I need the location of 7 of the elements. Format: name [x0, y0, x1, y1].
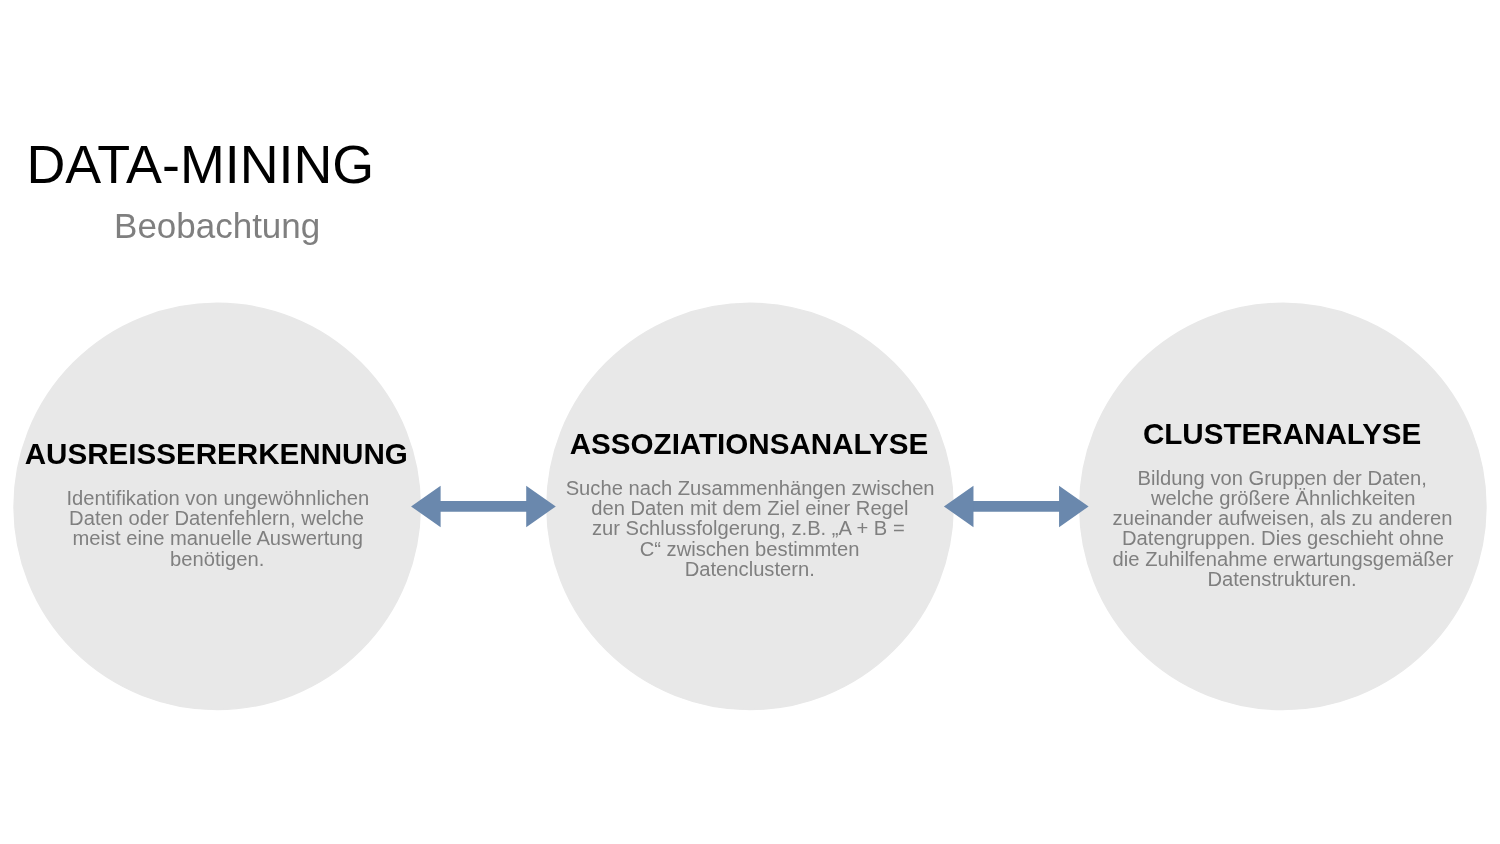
node-circle: AUSREISSERERKENNUNG Identifikation von ungewöhnlichen Daten oder Datenfehlern, welche meist eine manuelle Auswertung benötigen.	[13, 302, 421, 711]
label: Beobachtung	[114, 205, 321, 245]
node-circle: CLUSTERANALYSE Bildung von Gruppen der Daten, welche größere Ähnlichkeiten zueinander aufweisen, als zu anderen Datengruppen. Dies geschieht ohne die Zuhilfenahme erwartungsgemäßer Datenstrukturen.	[1079, 302, 1487, 711]
diagram-title: DATA-MINING	[26, 133, 375, 194]
arrow	[943, 485, 1089, 528]
arrow	[411, 485, 556, 528]
node-circle: ASSOZIATIONSANALYSE Suche nach Zusammenhängen zwischen den Daten mit dem Ziel einer Regel zur Schlussfolgerung, z.B. „A + B = C“ zwischen bestimmten Datenclustern.	[546, 302, 954, 711]
